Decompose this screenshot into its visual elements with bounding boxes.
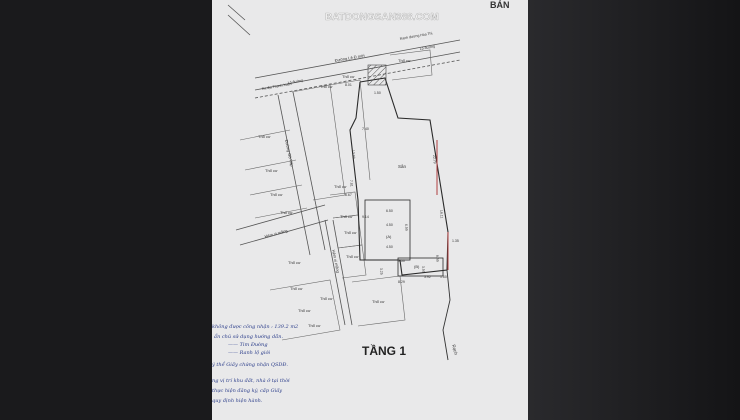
dim-13-93: 13.93 <box>351 150 356 159</box>
main-lot <box>349 77 449 277</box>
dim-9-14: 9.14 <box>362 215 369 219</box>
hem-v-right <box>332 219 353 326</box>
legend-line-7: thực hiện đăng ký, cấp Giấy <box>212 387 282 394</box>
tho-cu-10: Thổ cư <box>344 230 357 235</box>
dim-1-35: 1.35 <box>452 239 459 243</box>
corner-text: BẢN <box>490 0 510 10</box>
legend-line-3: —— Tim Đường <box>228 341 268 348</box>
dim-19-11: 19.11 <box>439 210 444 219</box>
dim-1-60: 1.60 <box>440 275 447 279</box>
tho-cu-4: Thổ cư <box>280 210 293 215</box>
dim-3-25: 3.25 <box>379 268 384 275</box>
tho-cu-labels: Thổ cư Thổ cư Thổ cư Thổ cư Thổ cư Thổ c… <box>258 58 411 328</box>
dim-22-79: 22.79 <box>432 155 437 164</box>
floor-title: TẦNG 1 <box>362 343 406 358</box>
hem-label-vertical: Hẻm xi măng <box>331 249 341 273</box>
dimension-labels: 7.40 22.79 19.11 1.35 6.50 6.50 4.50 4.5… <box>345 83 459 284</box>
dim-4-50-a: 4.50 <box>386 223 393 227</box>
road-label-lo-duong: Lộ đường <box>287 78 303 85</box>
lot-b-label: (B) <box>414 264 420 269</box>
road-edge-2 <box>254 51 461 91</box>
dim-3-92: 3.92 <box>424 275 431 279</box>
tho-cu-6: Thổ cư <box>342 74 355 79</box>
building-a <box>364 199 411 261</box>
tho-cu-12: Thổ cư <box>288 260 301 265</box>
corner-line <box>227 14 251 36</box>
dim-6-50-b: 6.50 <box>404 224 409 231</box>
tho-cu-1: Thổ cư <box>258 134 271 139</box>
hem-bottom <box>239 219 329 246</box>
legend-line-1: không được công nhận : 139.2 m2 <box>212 323 298 330</box>
main-lot-label: Sân <box>398 164 407 169</box>
legend-line-6: ng vị trí khu đất, nhà ở tại thời <box>212 377 290 384</box>
dim-1-50: 1.50 <box>374 91 381 95</box>
background-shadow <box>528 0 740 420</box>
road-vertical-left <box>277 94 311 256</box>
tho-cu-17: Thổ cư <box>372 299 385 304</box>
dim-7-40: 7.40 <box>362 127 369 131</box>
tho-cu-7: Thổ cư <box>398 58 411 63</box>
tho-cu-3: Thổ cư <box>270 192 283 197</box>
neighbor-lots <box>239 49 433 341</box>
tho-cu-2: Thổ cư <box>265 168 278 173</box>
hem-top <box>235 204 326 231</box>
tho-cu-13: Thổ cư <box>290 286 303 291</box>
tho-cu-11: Thổ cư <box>346 254 359 259</box>
road-label-top-right: Ranh đường Hòa Thị <box>399 31 432 41</box>
tho-cu-15: Thổ cư <box>308 323 321 328</box>
dim-3-50-b: 3.50 <box>421 266 426 273</box>
road-label-left: Ra địa Thạnh Xuân <box>261 82 291 91</box>
dim-3-50-a: 3.50 <box>398 259 405 263</box>
dim-7-81: 7.81 <box>349 180 354 187</box>
legend-line-2: ẩn chủ sử dụng hướng dẫn. <box>214 333 283 340</box>
dim-6-67: 6.67 <box>345 193 352 197</box>
lot-a-label: (A) <box>386 234 392 239</box>
road-edge-1 <box>254 39 461 79</box>
dim-8-01: 8.01 <box>345 83 352 87</box>
hem-label: Hẻm xi măng <box>264 228 288 239</box>
road-vertical-right <box>292 91 326 251</box>
tho-cu-9: Thổ cư <box>340 214 353 219</box>
building-b <box>397 257 444 277</box>
rach-label: Rạch <box>451 344 459 356</box>
dim-8-29: 8.29 <box>398 280 405 284</box>
legend-notes: không được công nhận : 139.2 m2 ẩn chủ s… <box>211 323 298 404</box>
legend-line-4: —— Ranh lộ giới <box>228 349 270 356</box>
road-label-top-left: Đường Lê Đ mới <box>334 53 365 63</box>
dim-4-50-b: 4.50 <box>386 245 393 249</box>
road-label-lo-duong-right: Lộ đường <box>419 44 435 51</box>
creek-edge <box>442 269 451 361</box>
hatched-area <box>367 64 387 86</box>
corner-line-2 <box>227 4 246 21</box>
dim-9-40: 9.40 <box>435 255 440 262</box>
tho-cu-16: Thổ cư <box>320 296 333 301</box>
tho-cu-5: Thổ cư <box>320 84 333 89</box>
dim-6-50-a: 6.50 <box>386 209 393 213</box>
watermark: BATDONGSAN388.COM <box>325 12 439 23</box>
hem-v-left <box>324 219 346 326</box>
road-label-vertical: Đường Gò Vấp <box>284 139 295 168</box>
tho-cu-8: Thổ cư <box>334 184 347 189</box>
road-center <box>254 59 461 99</box>
legend-line-5: ý thể Giấy chứng nhận QSDĐ. <box>211 361 288 368</box>
legend-line-8: quy định hiện hành. <box>212 397 263 404</box>
tho-cu-14: Thổ cư <box>298 308 311 313</box>
